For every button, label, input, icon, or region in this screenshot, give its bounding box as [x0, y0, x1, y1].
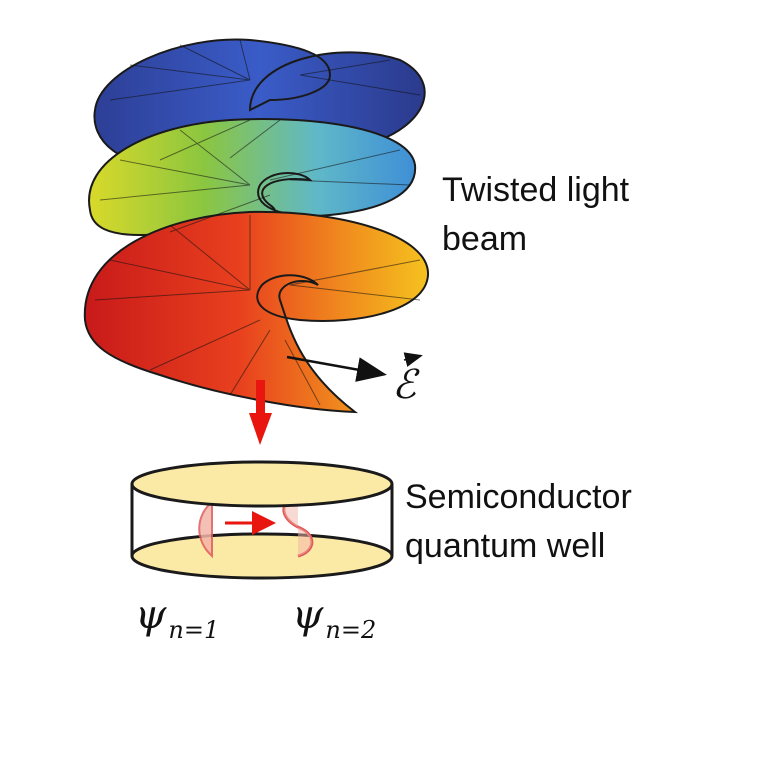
- cylinder-top-disc: [130, 460, 394, 508]
- cylinder-bottom-disc: [130, 532, 394, 580]
- psi-n2-subscript: n=2: [325, 616, 377, 644]
- field-vector-mark: [403, 352, 423, 367]
- psi-n2-label: ψn=2: [292, 592, 376, 644]
- well-label-line1: Semiconductor: [405, 478, 632, 516]
- psi-n1-label: ψn=1: [135, 592, 219, 644]
- psi-n2-symbol: ψ: [292, 592, 324, 638]
- helix-coil-bottom: [83, 210, 430, 414]
- psi-n1-symbol: ψ: [135, 592, 167, 638]
- wavefunction-n1: [198, 499, 213, 559]
- well-label-line2: quantum well: [405, 527, 606, 565]
- electric-field-arrow: [286, 355, 387, 382]
- quantum-well-cylinder: [130, 460, 394, 580]
- helix-ribs: [94, 39, 421, 406]
- beam-label-line2: beam: [442, 220, 528, 258]
- red-down-arrow: [249, 380, 272, 445]
- beam-label-line1: Twisted light: [442, 171, 630, 209]
- psi-n1-subscript: n=1: [168, 616, 220, 644]
- field-symbol: ℰ: [392, 362, 417, 408]
- twisted-light-helix: [83, 38, 430, 414]
